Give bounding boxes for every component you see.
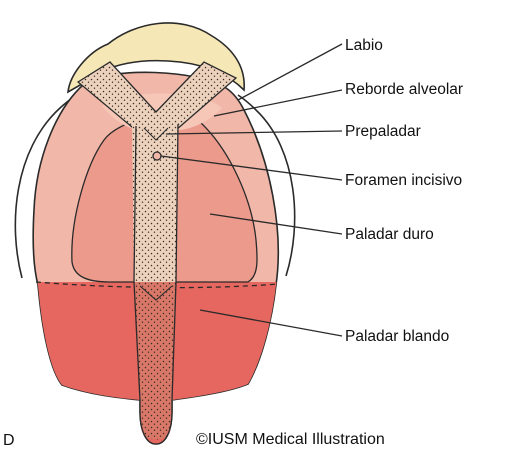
label-primary-palate: Prepaladar: [345, 123, 421, 140]
palatine-raphe-outline: [133, 123, 179, 445]
label-hard-palate: Paladar duro: [345, 226, 434, 243]
panel-letter: D: [3, 432, 15, 449]
outer-arc-right: [237, 94, 296, 277]
label-incisive-foramen: Foramen incisivo: [345, 172, 463, 189]
leader-line-lip: [237, 43, 343, 101]
raphe-v-lower: [139, 285, 173, 301]
label-lip: Labio: [345, 37, 383, 54]
leader-line-alveolar: [213, 89, 343, 117]
credit-text: ©IUSM Medical Illustration: [196, 431, 385, 448]
palatine-raphe-lower: [134, 282, 176, 440]
raphe-v-upper: [143, 127, 169, 141]
leader-line-prepaladar: [165, 130, 343, 135]
label-alveolar-ridge: Reborde alveolar: [345, 81, 464, 98]
leader-line-foramen: [160, 155, 343, 181]
incisive-foramen-dot: [152, 151, 162, 161]
leader-line-soft-palate: [199, 309, 343, 337]
lip-shape: [67, 22, 245, 94]
soft-palate-region: [33, 282, 278, 444]
palatine-raphe-upper: [132, 124, 178, 282]
label-soft-palate: Paladar blando: [345, 328, 450, 345]
leader-line-hard-palate: [209, 213, 343, 235]
